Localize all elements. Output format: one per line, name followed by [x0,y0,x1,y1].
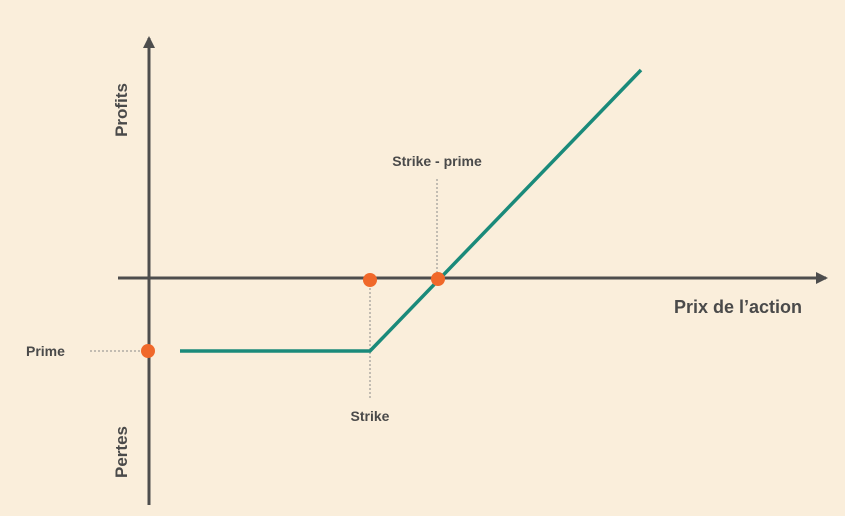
y-axis-label-pertes: Pertes [112,426,131,478]
y-axis-label-profits: Profits [112,83,131,137]
strike-marker [363,273,377,287]
payoff-line [180,68,643,353]
strike-label: Strike [351,408,390,424]
prime-label: Prime [26,343,65,359]
breakeven-marker [431,272,445,286]
x-axis-label: Prix de l’action [674,297,802,317]
strike-minus-prime-label: Strike - prime [392,153,482,169]
prime-marker [141,344,155,358]
